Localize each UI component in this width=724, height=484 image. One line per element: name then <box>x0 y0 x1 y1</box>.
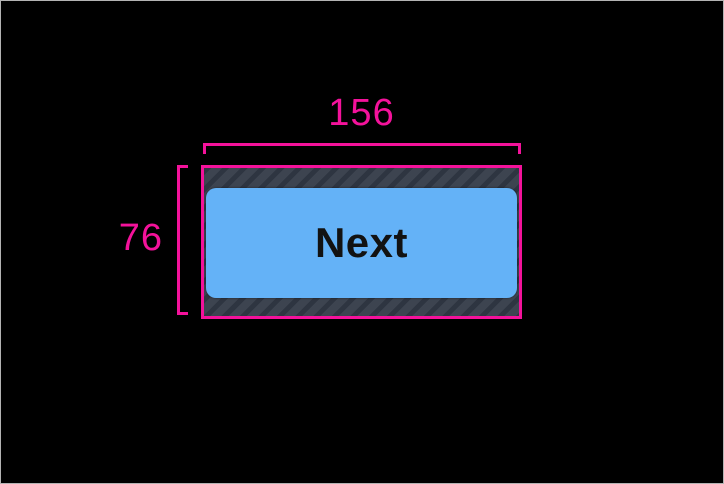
height-dimension-label: 76 <box>118 217 163 259</box>
height-dimension-bracket <box>177 165 188 315</box>
width-dimension-label: 156 <box>328 92 395 134</box>
selected-widget-highlight: Next <box>201 165 522 319</box>
width-dimension-bracket <box>203 143 521 154</box>
next-button-label: Next <box>314 219 409 266</box>
next-button[interactable]: Next <box>206 188 517 298</box>
